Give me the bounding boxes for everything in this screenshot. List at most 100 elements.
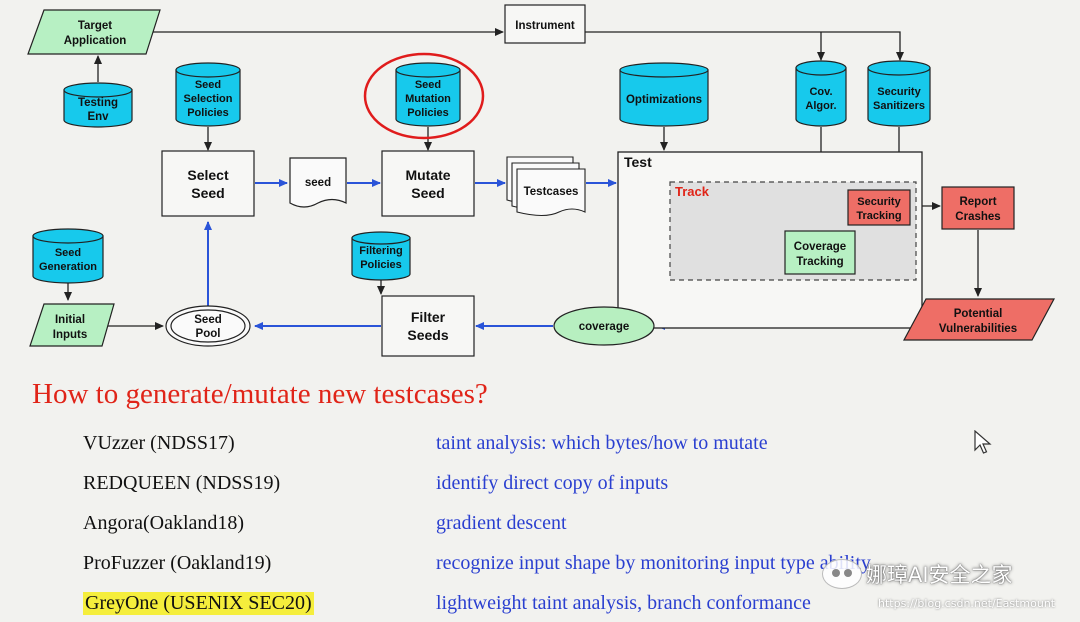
report-crashes-label-2: Crashes xyxy=(955,211,1000,223)
testing-env-label-2: Env xyxy=(87,111,109,123)
approach-row: Angora(Oakland18) gradient descent xyxy=(0,512,1080,542)
testcases-label: Testcases xyxy=(524,186,579,198)
coverage-node: coverage xyxy=(553,306,655,346)
approach-description: recognize input shape by monitoring inpu… xyxy=(436,552,871,574)
coverage-label: coverage xyxy=(579,321,630,333)
seed-generation-label-1: Seed xyxy=(55,247,81,259)
select-seed-label-1: Select xyxy=(187,167,229,183)
potential-vulnerabilities-label-2: Vulnerabilities xyxy=(939,323,1017,335)
seed-selection-label-2: Selection xyxy=(184,93,233,105)
potential-vulnerabilities-label-1: Potential xyxy=(954,308,1003,320)
filter-seeds-label-2: Seeds xyxy=(407,327,448,343)
paper-name: ProFuzzer (Oakland19) xyxy=(83,552,272,574)
approach-description: taint analysis: which bytes/how to mutat… xyxy=(436,432,768,454)
red-highlight-circle xyxy=(363,52,485,140)
security-sanitizers-label-2: Sanitizers xyxy=(873,100,925,112)
track-label: Track xyxy=(675,184,710,199)
seed-document-node: seed xyxy=(289,157,347,208)
instrument-label: Instrument xyxy=(515,20,575,32)
test-label: Test xyxy=(624,154,652,170)
security-sanitizers-label-1: Security xyxy=(877,86,921,98)
approach-row: VUzzer (NDSS17) taint analysis: which by… xyxy=(0,432,1080,462)
watermark-url: https://blog.csdn.net/Eastmount xyxy=(878,597,1056,610)
wechat-logo-icon xyxy=(822,559,862,589)
watermark-title: 娜璋AI安全之家 xyxy=(866,563,1013,587)
line-instrument-to-top-right xyxy=(585,31,904,61)
seed-mutation-label-1: Seed xyxy=(415,79,441,91)
instrument-node: Instrument xyxy=(504,4,586,44)
initial-inputs-label-1: Initial xyxy=(55,314,85,326)
coverage-tracking-label-2: Tracking xyxy=(796,256,843,268)
approach-row: GreyOne (USENIX SEC20) lightweight taint… xyxy=(0,592,1080,622)
seed-generation-label-2: Generation xyxy=(39,261,97,273)
seed-mutation-label-3: Policies xyxy=(407,107,449,119)
mutate-seed-label-2: Seed xyxy=(411,185,444,201)
cov-algor-label-2: Algor. xyxy=(805,100,836,112)
approach-row: ProFuzzer (Oakland19) recognize input sh… xyxy=(0,552,1080,582)
security-tracking-label-2: Tracking xyxy=(856,210,901,222)
approach-description: gradient descent xyxy=(436,512,567,534)
paper-name: Angora(Oakland18) xyxy=(83,512,245,534)
cov-algor-cylinder: Cov. Algor. xyxy=(795,60,847,127)
seed-selection-label-3: Policies xyxy=(187,107,229,119)
paper-name-highlighted: GreyOne (USENIX SEC20) xyxy=(83,592,314,615)
testing-env-label-1: Testing xyxy=(78,97,118,109)
paper-name: REDQUEEN (NDSS19) xyxy=(83,472,281,494)
mouse-cursor-icon xyxy=(974,430,992,454)
target-application-label-2: Application xyxy=(64,35,127,47)
security-tracking-label-1: Security xyxy=(857,196,901,208)
seed-pool-label-2: Pool xyxy=(196,328,221,340)
slide-heading: How to generate/mutate new testcases? xyxy=(32,378,488,410)
seed-pool-label-1: Seed xyxy=(194,314,222,326)
approach-description: lightweight taint analysis, branch confo… xyxy=(436,592,811,614)
cov-algor-label-1: Cov. xyxy=(809,86,832,98)
watermark: 娜璋AI安全之家 https://blog.csdn.net/Eastmount xyxy=(822,553,1056,615)
optimizations-cylinder: Optimizations xyxy=(619,62,709,127)
seed-mutation-label-2: Mutation xyxy=(405,93,451,105)
mutate-seed-label-1: Mutate xyxy=(405,167,450,183)
initial-inputs-label-2: Inputs xyxy=(53,329,88,341)
filtering-policies-label-2: Policies xyxy=(360,259,402,271)
target-application-label-1: Target xyxy=(78,20,112,32)
seed-label: seed xyxy=(305,177,331,189)
approach-row: REDQUEEN (NDSS19) identify direct copy o… xyxy=(0,472,1080,502)
svg-text:Cov.Algor.: Cov. Algor. xyxy=(805,86,836,112)
filter-seeds-label-1: Filter xyxy=(411,309,446,325)
coverage-tracking-label-1: Coverage xyxy=(794,241,846,253)
select-seed-label-2: Seed xyxy=(191,185,224,201)
optimizations-label: Optimizations xyxy=(626,94,702,106)
filtering-policies-label-1: Filtering xyxy=(359,245,402,257)
approach-description: identify direct copy of inputs xyxy=(436,472,669,494)
